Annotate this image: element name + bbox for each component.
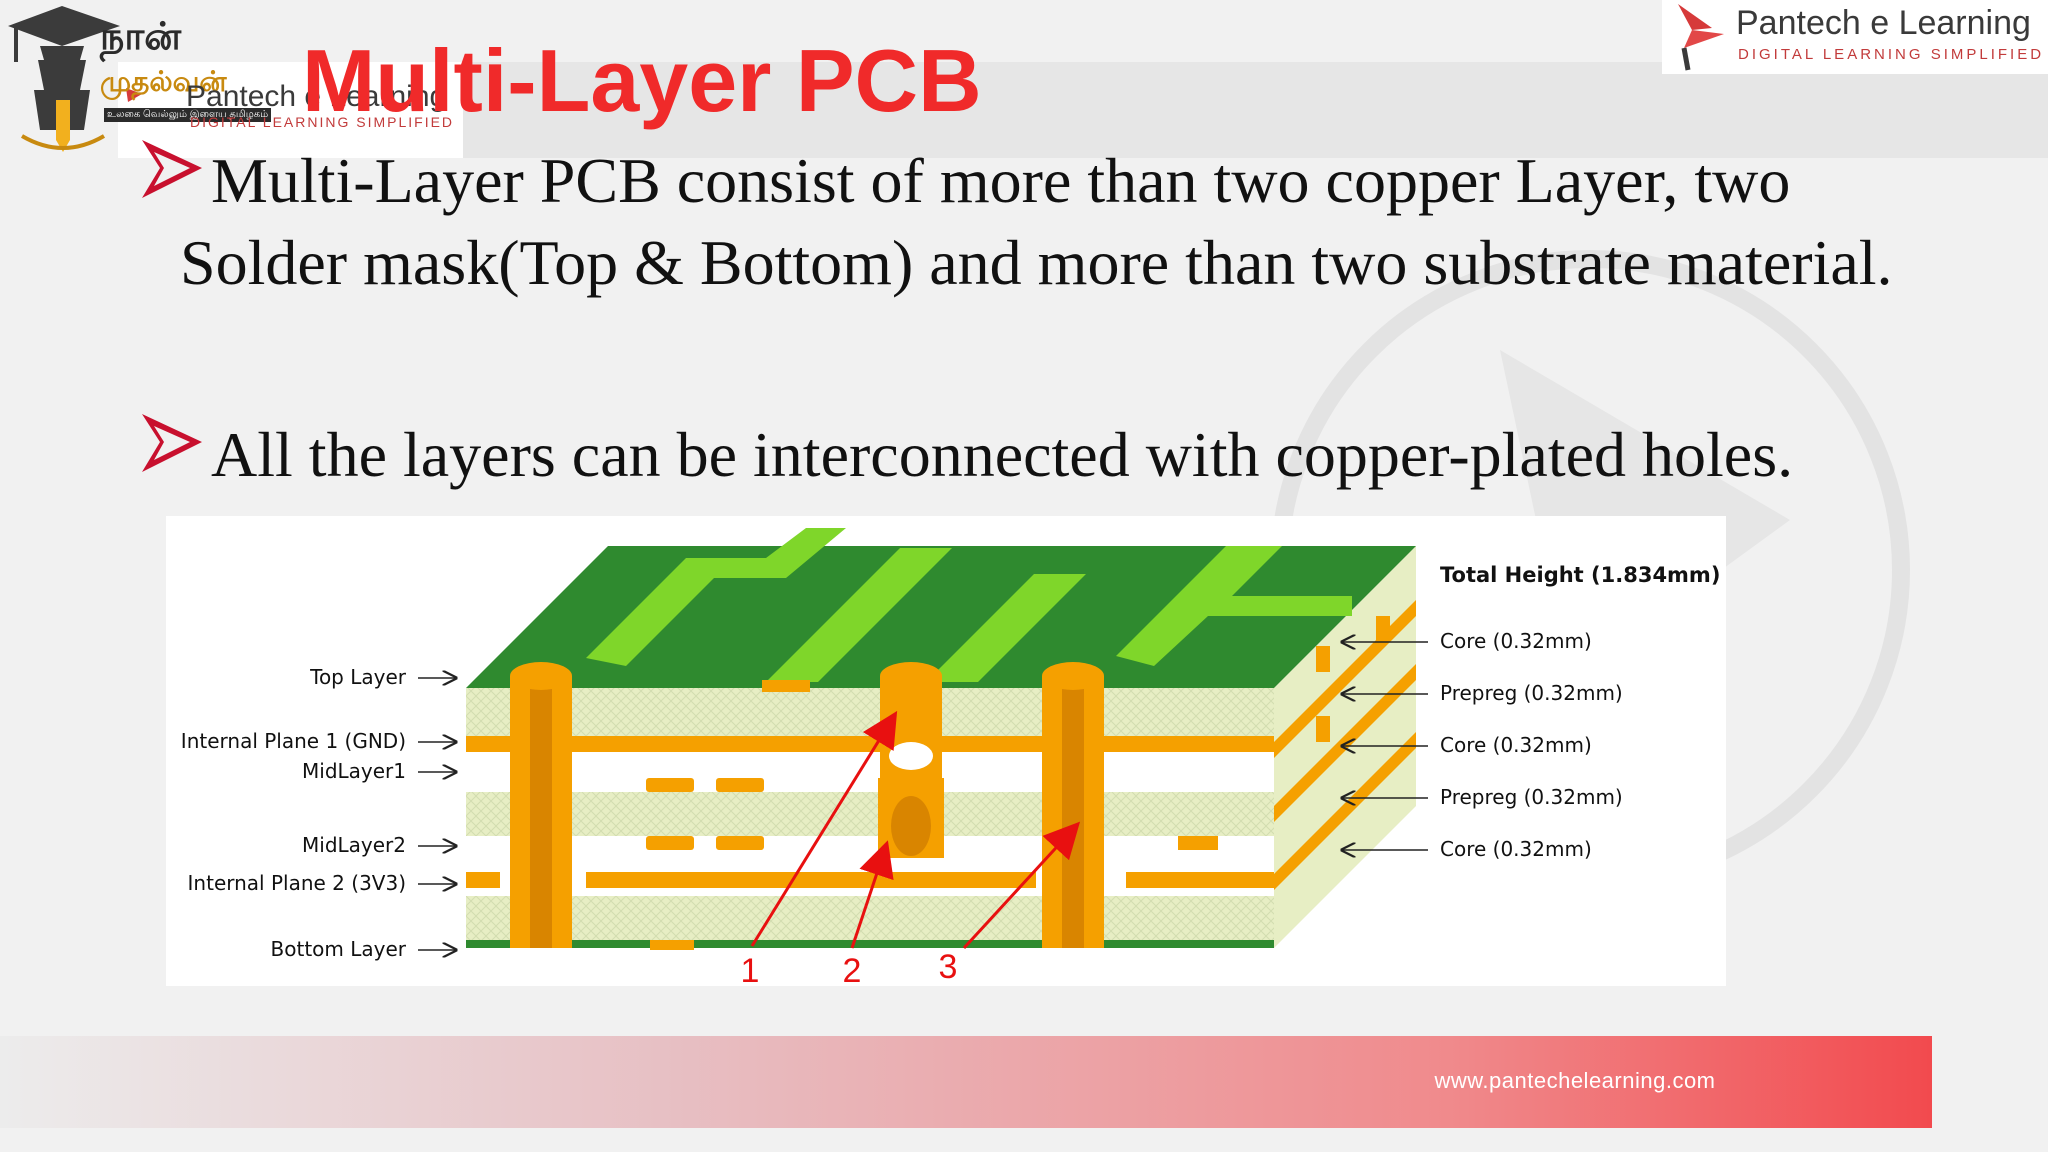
footer-band <box>0 1036 1932 1128</box>
label-core-2: Core (0.32mm) <box>1440 733 1592 757</box>
label-midlayer2: MidLayer2 <box>302 833 406 857</box>
tamil-title-line2: முதல்வன் <box>100 66 227 97</box>
pantech-logo-mark-icon <box>1678 4 1724 71</box>
label-midlayer1: MidLayer1 <box>302 759 406 783</box>
label-total-height: Total Height (1.834mm) <box>1440 563 1720 587</box>
tamil-tagline: உலகை வெல்லும் இளைய தமிழகம் <box>104 108 272 122</box>
via-number-3: 3 <box>939 948 958 986</box>
label-internal-plane-1: Internal Plane 1 (GND) <box>181 729 406 753</box>
pcb-cross-section: Top Layer Internal Plane 1 (GND) MidLaye… <box>181 528 1720 986</box>
label-prepreg-2: Prepreg (0.32mm) <box>1440 785 1623 809</box>
footer-website-url: www.pantechelearning.com <box>1434 1068 1716 1093</box>
via-number-1: 1 <box>741 952 760 986</box>
overlap-brand-tagline: DIGITAL LEARNING SIMPLIFIED <box>190 114 455 130</box>
pantech-brand-name: Pantech e Learning <box>1736 4 2031 42</box>
naan-mudhalvan-logo: நான் முதல்வன் உலகை வெல்லும் இளைய தமிழகம்… <box>0 0 470 160</box>
bullet-arrow-icon <box>142 140 202 198</box>
label-core-3: Core (0.32mm) <box>1440 837 1592 861</box>
via-number-2: 2 <box>843 952 862 986</box>
header-band <box>300 62 2048 158</box>
bullet-text-2: All the layers can be interconnected wit… <box>211 419 1794 490</box>
label-top-layer: Top Layer <box>309 665 407 689</box>
bullet-arrow-icon <box>142 414 202 472</box>
pantech-logo: Pantech e Learning DIGITAL LEARNING SIMP… <box>1662 0 2048 74</box>
label-core-1: Core (0.32mm) <box>1440 629 1592 653</box>
tamil-title-line1: நான் <box>100 16 182 58</box>
label-bottom-layer: Bottom Layer <box>271 937 407 961</box>
bullet-text-1: Multi-Layer PCB consist of more than two… <box>180 145 1893 298</box>
label-prepreg-1: Prepreg (0.32mm) <box>1440 681 1623 705</box>
pantech-brand-tagline: DIGITAL LEARNING SIMPLIFIED <box>1738 46 2045 63</box>
slide-title: Multi-Layer PCB <box>302 31 982 130</box>
label-internal-plane-2: Internal Plane 2 (3V3) <box>188 871 406 895</box>
pcb-layer-diagram: Top Layer Internal Plane 1 (GND) MidLaye… <box>166 516 1726 986</box>
overlap-brand-name: Pantech e Learning <box>186 80 447 113</box>
